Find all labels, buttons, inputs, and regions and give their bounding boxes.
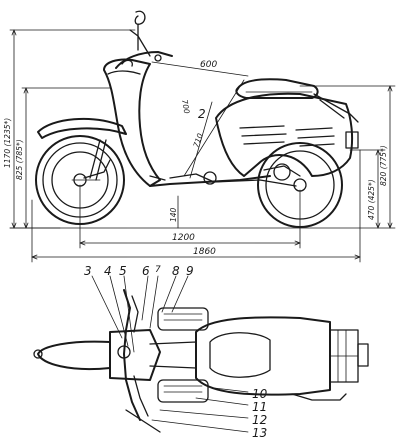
callout-12: 12 bbox=[252, 413, 267, 427]
handlebar-height-label: 825 (785*) bbox=[15, 139, 24, 180]
front-wheel bbox=[35, 135, 125, 225]
callout-11: 11 bbox=[252, 400, 267, 414]
callout-9: 9 bbox=[186, 264, 194, 278]
top-seat bbox=[209, 332, 271, 378]
top-footboards bbox=[157, 307, 209, 403]
overall-height-label: 1170 (1235*) bbox=[3, 118, 12, 168]
callout-4: 4 bbox=[104, 264, 112, 278]
rear-panel-vents bbox=[239, 125, 335, 147]
engine-swingarm bbox=[169, 163, 301, 187]
rear-body-panel bbox=[215, 92, 354, 177]
front-fender bbox=[37, 117, 127, 139]
ground-clearance-label: 140 bbox=[169, 207, 178, 222]
callout-7: 7 bbox=[155, 265, 161, 275]
top-handlebar bbox=[117, 289, 161, 433]
seat-height-label: 820 (775*) bbox=[379, 145, 388, 186]
reach-dimension: 600 bbox=[151, 60, 249, 77]
top-callout-leaders bbox=[91, 275, 189, 353]
front-fork bbox=[83, 139, 111, 181]
callout-6: 6 bbox=[142, 264, 150, 278]
callout-5: 5 bbox=[119, 264, 127, 278]
rear-wheel bbox=[257, 142, 343, 228]
callout-10: 10 bbox=[252, 387, 268, 401]
seat-to-bar-dimension: 700 bbox=[180, 79, 245, 177]
reach-label: 600 bbox=[200, 60, 217, 70]
rear-height-label: 470 (425*) bbox=[367, 179, 376, 220]
callout-3: 3 bbox=[84, 264, 92, 278]
callout-2: 2 bbox=[198, 107, 206, 121]
wheelbase-label: 1200 bbox=[172, 233, 195, 243]
overall-length-dimension: 1860 bbox=[31, 149, 361, 263]
overall-length-label: 1860 bbox=[193, 247, 216, 257]
wheelbase-dimension: 1200 bbox=[79, 184, 301, 249]
rear-rack bbox=[313, 93, 359, 149]
top-exhaust bbox=[291, 393, 347, 401]
top-legshield bbox=[109, 329, 161, 381]
seat-height-dimension: 820 (775*) bbox=[299, 85, 396, 229]
top-front-mudguard bbox=[37, 340, 111, 370]
top-view: 3 4 5 6 7 8 9 10 11 12 13 bbox=[33, 264, 369, 438]
callout-13: 13 bbox=[252, 426, 267, 438]
seat bbox=[235, 78, 319, 99]
top-rear-body bbox=[195, 316, 331, 396]
seat-to-bar-label: 700 bbox=[180, 99, 191, 115]
ground-clearance-dimension: 140 bbox=[169, 195, 179, 229]
top-rear-rack bbox=[329, 329, 369, 383]
callout-8: 8 bbox=[172, 264, 180, 278]
leg-shield bbox=[103, 58, 161, 187]
handlebar-assembly bbox=[115, 10, 173, 69]
bottom-callout-leaders bbox=[151, 387, 249, 433]
side-view: 1170 (1235*) 825 (785*) 820 (775*) 470 (… bbox=[3, 10, 396, 263]
